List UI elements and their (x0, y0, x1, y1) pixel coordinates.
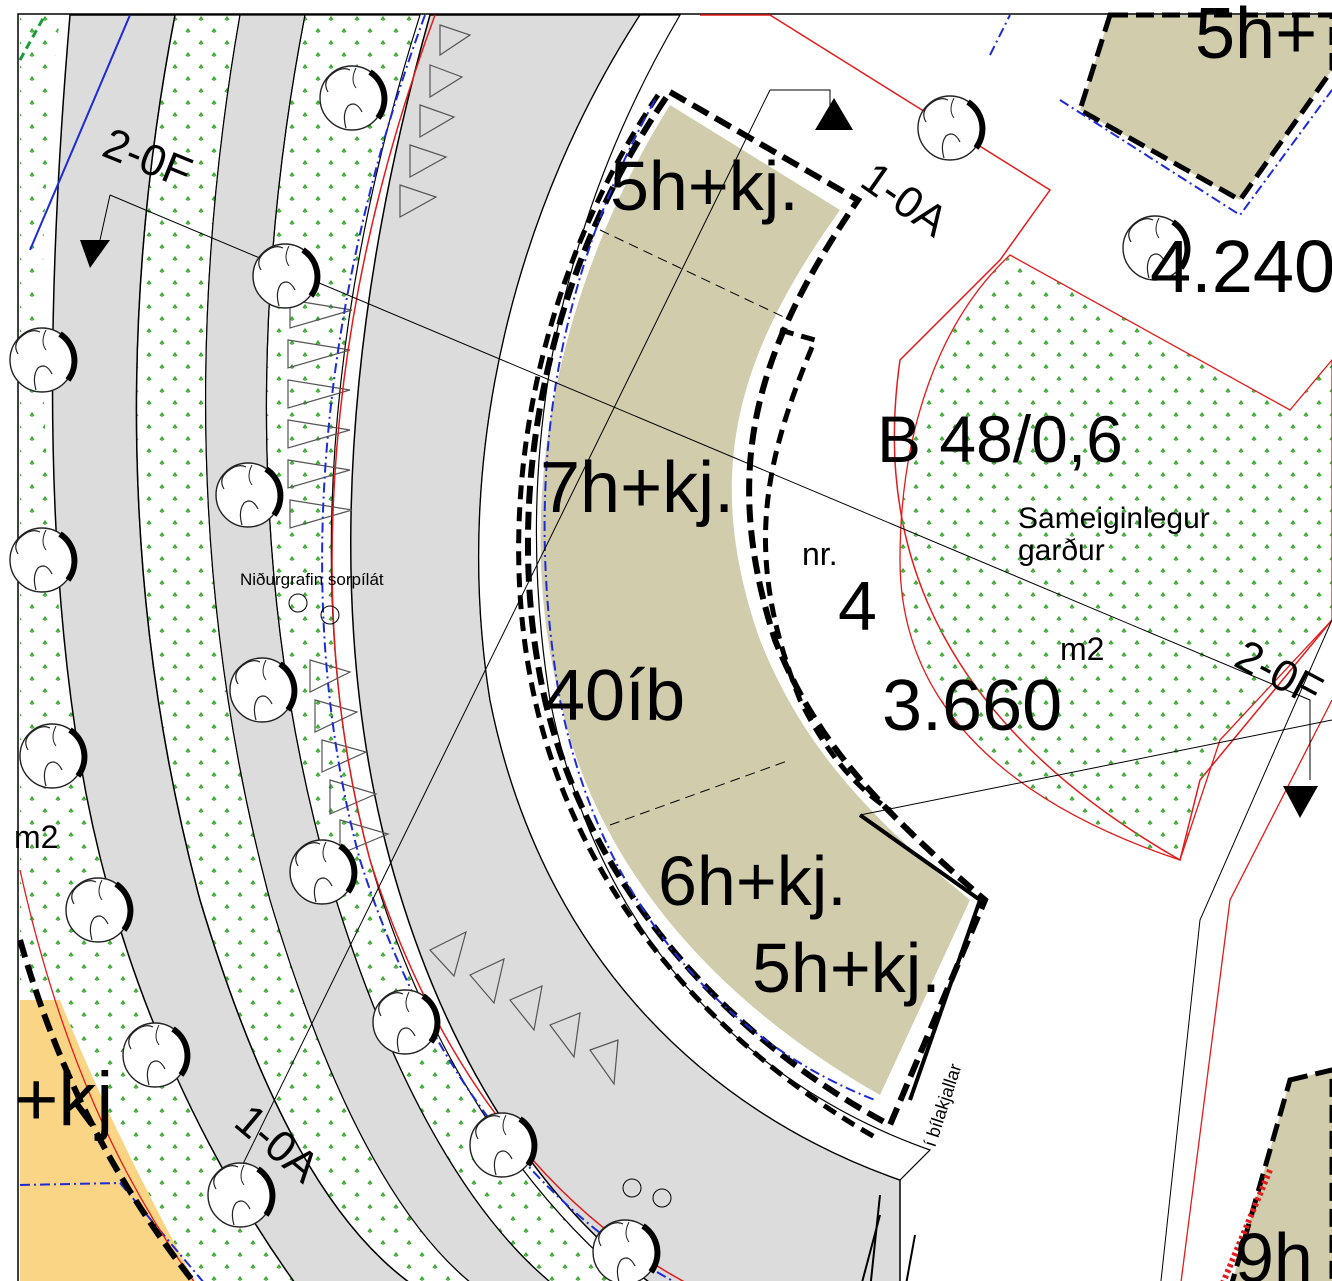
section-lines (99, 89, 1332, 1171)
bottom-right-height-label: 9h (1235, 1219, 1313, 1281)
neighbour-lot-boundary-2 (1160, 619, 1332, 1281)
left-dashed-boundary (17, 939, 197, 1281)
top-right-height-label: 5h+ (1195, 0, 1317, 74)
building-solid-edge (858, 813, 983, 1101)
waste-bins-label: Niðurgrafin sorpílát (240, 570, 384, 589)
main-height-label: 7h+kj. (540, 448, 734, 528)
apartments-label: 40íb (545, 656, 685, 736)
shared-garden (899, 254, 1332, 861)
southwest-height-label: +kj (14, 1057, 113, 1142)
waste-bin-symbols (288, 593, 672, 1208)
blue-build-line-main (543, 99, 876, 1101)
main-building (540, 105, 970, 1095)
lot-area-label: 3.660 (882, 666, 1062, 746)
neighbour-lot-boundary (1180, 699, 1332, 1281)
building-outline-dashed (525, 88, 989, 1130)
top-right-build-line (989, 14, 1332, 217)
bottom-right-red (1220, 1168, 1273, 1281)
left-green-line (18, 14, 47, 61)
parking-stalls (287, 24, 619, 1086)
lot-number-label: 4 (838, 567, 877, 645)
building-divisions (599, 229, 791, 826)
road-build-line (321, 14, 675, 1281)
outer-green-strip (20, 15, 323, 1281)
top-right-building (1077, 12, 1332, 204)
blue-build-line-left (19, 1181, 204, 1281)
bottom-right-building (1229, 1067, 1332, 1281)
garden-label-line1: Sameiginlegur (1018, 502, 1210, 535)
sidewalk (478, 14, 932, 1181)
building-outline-inner (763, 327, 892, 813)
lot-prefix-label: nr. (802, 536, 838, 572)
zoning-code-label: B 48/0,6 (877, 402, 1123, 476)
garden-label-line2: garður (1018, 534, 1105, 567)
south-height-label-2: 5h+kj. (752, 929, 941, 1007)
neighbour-area-label: 4.240 (1150, 225, 1332, 308)
road-property-line (331, 14, 685, 1281)
left-edge-unit-label: m2 (14, 819, 58, 855)
south-height-label-1: 6h+kj. (658, 842, 847, 920)
north-height-label: 5h+kj. (610, 147, 799, 225)
lot-area-unit-label: m2 (1060, 631, 1104, 667)
building-outline-outer (516, 93, 882, 1143)
left-blue-line (29, 14, 131, 251)
tree-green-strip (265, 14, 631, 1281)
